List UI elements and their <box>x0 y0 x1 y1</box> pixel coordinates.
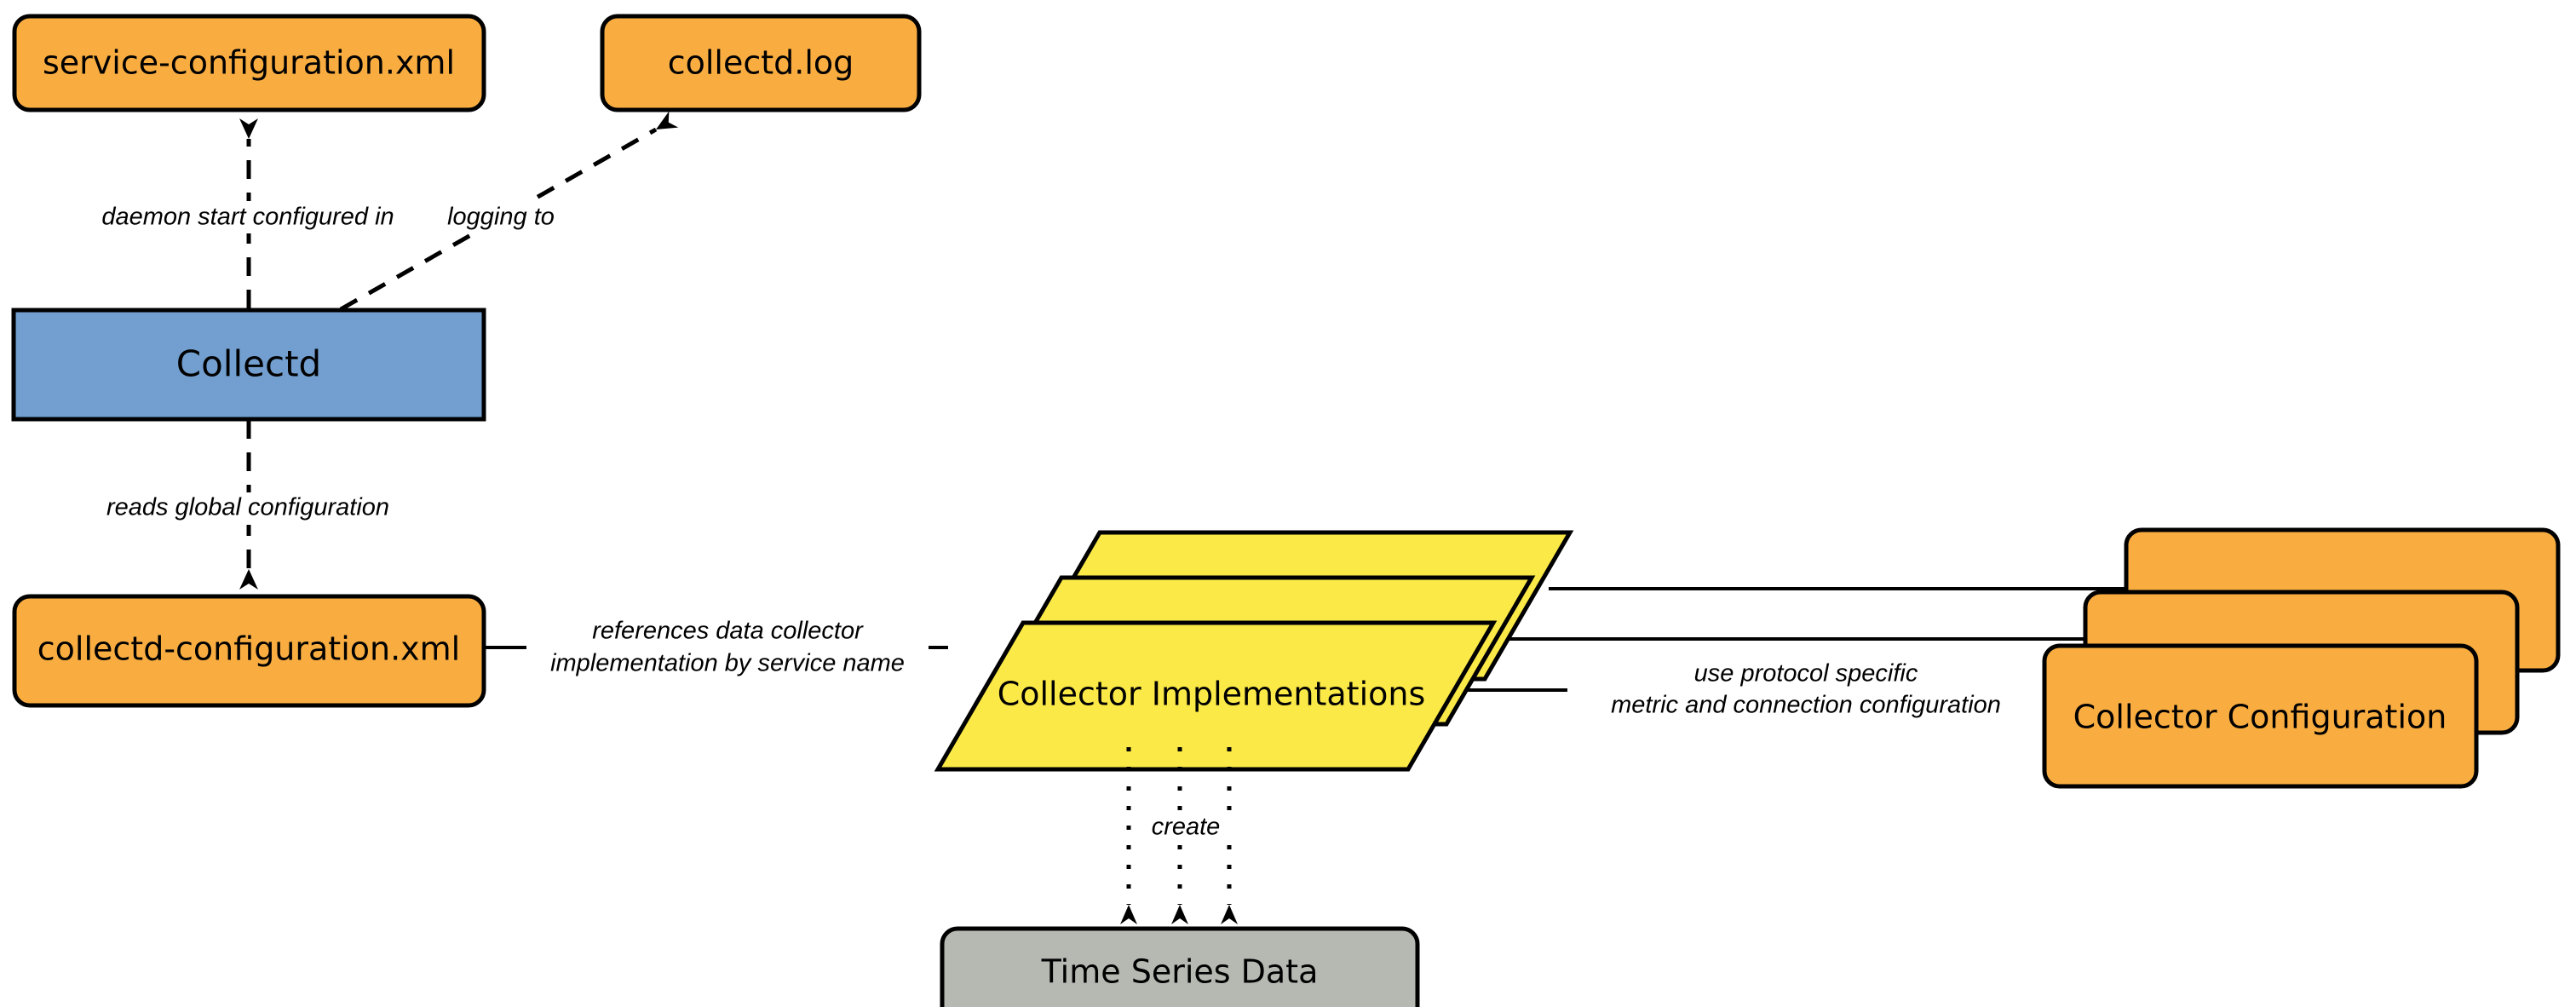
collectd-label: Collectd <box>176 343 321 385</box>
references-label-bg <box>526 615 929 683</box>
logging-to-label-bg <box>438 201 591 233</box>
references-implementation-label-line2: implementation by service name <box>550 650 905 677</box>
collector-configuration-label: Collector Configuration <box>2073 699 2447 736</box>
edge-use-protocol-configuration: use protocol specific metric and connect… <box>1463 587 2126 726</box>
node-collectd[interactable]: Collectd <box>11 308 486 422</box>
collectd-configuration-label: collectd-configuration.xml <box>37 630 460 668</box>
node-service-configuration[interactable]: service-configuration.xml <box>12 14 486 112</box>
collectd-log-box[interactable] <box>600 14 922 112</box>
edge-references-implementation: references data collector implementation… <box>486 615 948 683</box>
time-series-data-label: Time Series Data <box>1041 953 1319 991</box>
edge-daemon-start: daemon start configured in <box>66 118 424 308</box>
reads-global-config-label-bg <box>75 492 421 525</box>
node-time-series-data[interactable]: Time Series Data <box>940 926 1420 1007</box>
service-configuration-label: service-configuration.xml <box>43 44 455 82</box>
collectd-box[interactable] <box>11 308 486 422</box>
edge-create: create <box>1120 747 1239 924</box>
logging-to-label: logging to <box>447 204 555 231</box>
edge-logging-to: logging to <box>339 111 679 312</box>
use-protocol-label-line1: use protocol specific <box>1694 660 1918 688</box>
collectd-log-label: collectd.log <box>668 44 854 82</box>
collector-implementations-label: Collector Implementations <box>998 676 1426 713</box>
daemon-start-label: daemon start configured in <box>101 204 394 231</box>
collectd-configuration-box[interactable] <box>12 594 486 708</box>
create-label: create <box>1152 814 1221 841</box>
node-collectd-log[interactable]: collectd.log <box>600 14 922 112</box>
daemon-start-label-bg <box>66 201 424 233</box>
collector-implementations-front-sheet[interactable] <box>934 620 1498 772</box>
use-protocol-label-bg <box>1567 658 2044 726</box>
collector-configuration-front-card[interactable] <box>2042 643 2479 789</box>
service-configuration-box[interactable] <box>12 14 486 112</box>
edge-reads-global-configuration: reads global configuration <box>75 420 421 590</box>
node-collectd-configuration[interactable]: collectd-configuration.xml <box>12 594 486 708</box>
reads-global-configuration-label: reads global configuration <box>106 494 389 521</box>
create-label-bg <box>1139 812 1239 844</box>
logging-to-line <box>339 111 679 312</box>
time-series-data-box[interactable] <box>940 926 1420 1007</box>
node-collector-implementations[interactable]: Collector Implementations <box>934 530 1574 772</box>
use-protocol-label-line2: metric and connection configuration <box>1611 692 2001 719</box>
node-collector-configuration[interactable]: Collector Configuration <box>2042 527 2561 789</box>
references-implementation-label-line1: references data collector <box>592 618 864 645</box>
